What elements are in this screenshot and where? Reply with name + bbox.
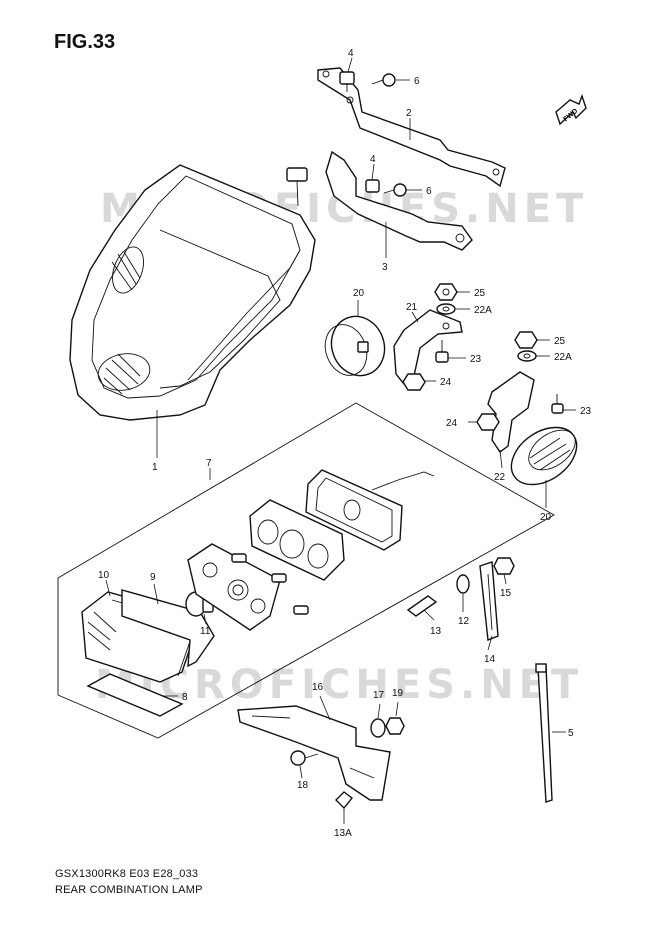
label-part-8: 8: [182, 692, 188, 703]
reflector-part-20-lower: [510, 426, 578, 486]
label-part-17: 17: [373, 690, 385, 701]
label-part-24-b: 24: [446, 418, 458, 429]
washer-part-22a-b: [517, 350, 537, 362]
collar-part-13: [406, 595, 438, 617]
nut-part-15: [493, 557, 515, 575]
label-part-16: 16: [312, 682, 324, 693]
label-part-22a-a: 22A: [474, 305, 492, 316]
nut-part-19: [385, 717, 405, 735]
label-part-7: 7: [206, 458, 212, 469]
label-part-23-b: 23: [580, 406, 592, 417]
bolt-part-23-b: [551, 394, 564, 414]
label-part-19: 19: [392, 688, 404, 699]
plate-part-8: [86, 673, 184, 717]
bracket-part-2: [317, 67, 506, 188]
screw-part-6-top: [371, 73, 396, 87]
label-part-5: 5: [568, 728, 574, 739]
figure-title: FIG.33: [54, 31, 116, 53]
label-part-2: 2: [406, 108, 412, 119]
assembly-box-part-7: [57, 402, 555, 739]
label-part-21: 21: [406, 302, 418, 313]
label-part-11: 11: [200, 626, 211, 637]
nut-part-25-b: [514, 331, 538, 349]
label-part-20-lower: 20: [540, 512, 552, 523]
forward-direction-badge: FWD: [555, 93, 587, 126]
label-part-6-middle: 6: [426, 186, 432, 197]
label-part-13: 13: [430, 626, 442, 637]
label-part-4-top: 4: [348, 48, 354, 59]
label-part-23-a: 23: [470, 354, 482, 365]
label-part-1: 1: [152, 462, 158, 473]
label-part-13a: 13A: [334, 828, 352, 839]
washer-part-17: [370, 718, 386, 738]
label-part-15: 15: [500, 588, 512, 599]
bracket-part-3: [325, 150, 473, 251]
part-labels: 4 6 2 4 6 3 20 21 25 22A 23 24 25 22A 24…: [98, 48, 592, 839]
label-part-18: 18: [297, 780, 309, 791]
label-part-9: 9: [150, 572, 156, 583]
leader-lines: [105, 57, 576, 824]
lamp-body: [249, 499, 345, 581]
label-part-22: 22: [494, 472, 506, 483]
label-part-6-top: 6: [414, 76, 420, 87]
bracket-part-16: [237, 705, 391, 801]
socket-assembly: [187, 543, 309, 631]
gasket-part-9: [121, 589, 215, 668]
washer-part-22a-a: [436, 303, 456, 315]
label-part-3: 3: [382, 262, 388, 273]
model-code: GSX1300RK8 E03 E28_033: [55, 868, 199, 880]
nut-part-24-a: [402, 373, 426, 391]
bulb-part-13a: [335, 791, 353, 810]
nut-part-25-a: [434, 283, 458, 301]
label-part-14: 14: [484, 654, 496, 665]
label-part-4-middle: 4: [370, 154, 376, 165]
label-part-25-b: 25: [554, 336, 566, 347]
label-part-20-upper: 20: [353, 288, 365, 299]
bracket-part-22: [487, 371, 535, 454]
bolt-part-23-a: [435, 340, 449, 363]
washer-part-12: [456, 574, 470, 594]
label-part-25-a: 25: [474, 288, 486, 299]
label-part-12: 12: [458, 616, 470, 627]
tail-lamp-housing-part-1: [69, 164, 316, 421]
screw-part-18: [290, 750, 319, 766]
label-part-22a-b: 22A: [554, 352, 572, 363]
reflector-part-20-upper: [324, 315, 386, 377]
nut-part-24-b: [476, 413, 500, 431]
figure-caption: REAR COMBINATION LAMP: [55, 884, 203, 896]
bolt-part-4-top: [339, 71, 355, 92]
cable-tie-part-5: [535, 663, 553, 803]
label-part-10: 10: [98, 570, 110, 581]
bracket-part-14: [479, 561, 499, 641]
rear-gasket: [305, 469, 435, 551]
bolt-part-4-middle: [365, 179, 380, 193]
label-part-24-a: 24: [440, 377, 452, 388]
bracket-part-21: [393, 309, 463, 385]
